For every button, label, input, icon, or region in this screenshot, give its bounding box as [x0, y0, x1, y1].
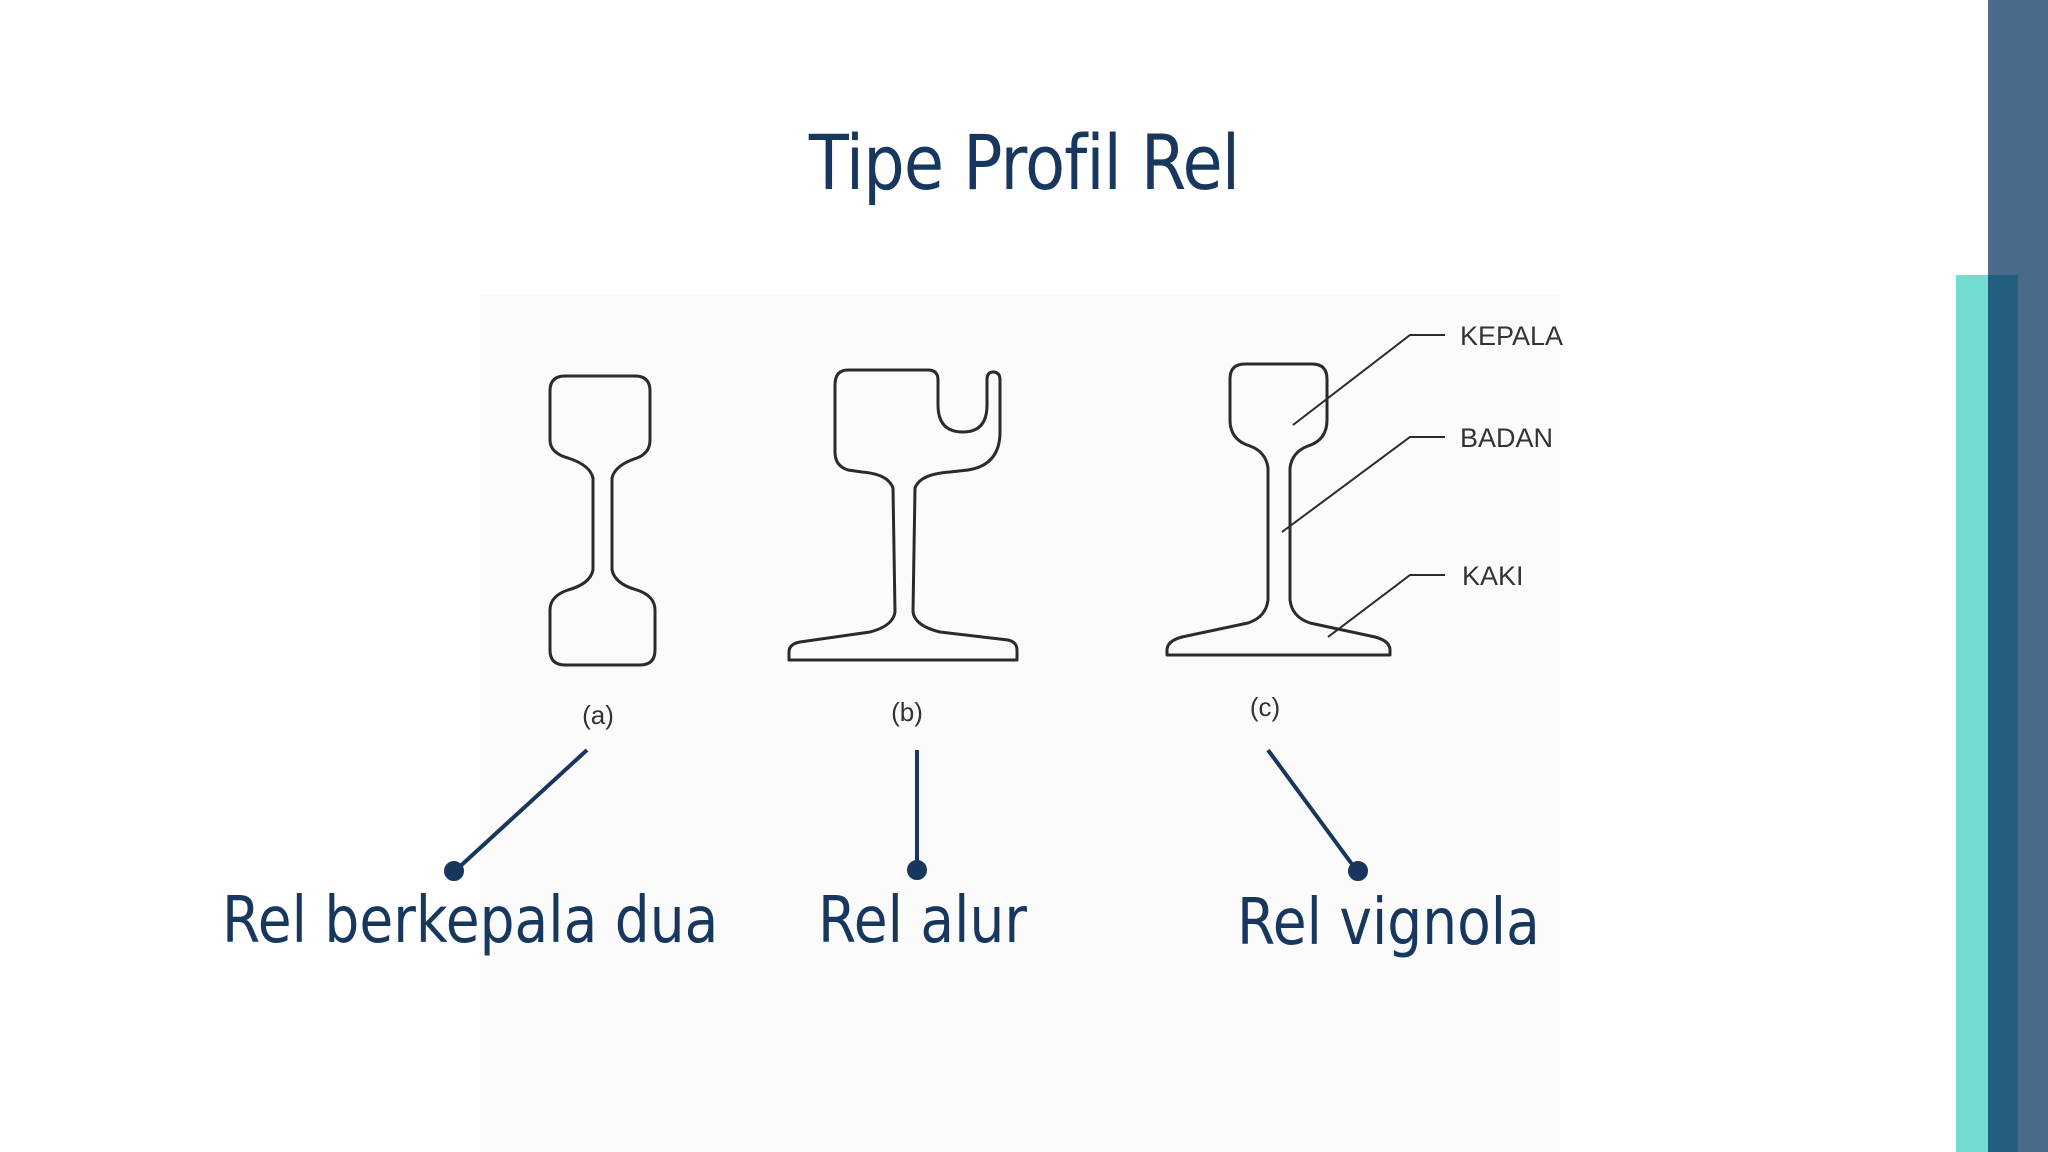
part-label-kepala: KEPALA	[1460, 321, 1563, 351]
caption-rel-berkepala-dua: Rel berkepala dua	[222, 884, 719, 958]
part-label-badan: BADAN	[1460, 423, 1553, 453]
pointer-dot-c	[1348, 861, 1368, 881]
caption-rel-alur: Rel alur	[818, 884, 1027, 958]
pointer-dot-a	[444, 861, 464, 881]
leader-line-kepala	[1292, 334, 1445, 426]
figure-label-b: (b)	[891, 697, 923, 727]
accent-bar-teal	[1956, 275, 1990, 1152]
rail-profile-b	[787, 368, 1019, 662]
pointer-dot-b	[907, 860, 927, 880]
leader-line-badan	[1281, 436, 1445, 533]
rail-profile-a	[548, 374, 657, 667]
figure-label-a: (a)	[582, 700, 614, 730]
slide-title: Tipe Profil Rel	[808, 118, 1240, 207]
leader-line-kaki	[1327, 574, 1445, 638]
caption-rel-vignola: Rel vignola	[1237, 886, 1540, 960]
part-label-kaki: KAKI	[1462, 561, 1524, 591]
pointer-line-c	[1266, 748, 1359, 873]
accent-bar-navy	[1988, 275, 2018, 1152]
figure-label-c: (c)	[1250, 692, 1280, 722]
figure-background	[480, 295, 1560, 975]
pointer-line-a	[453, 748, 589, 873]
figure-background-lower	[480, 975, 1560, 1152]
rail-profile-c	[1165, 362, 1392, 657]
